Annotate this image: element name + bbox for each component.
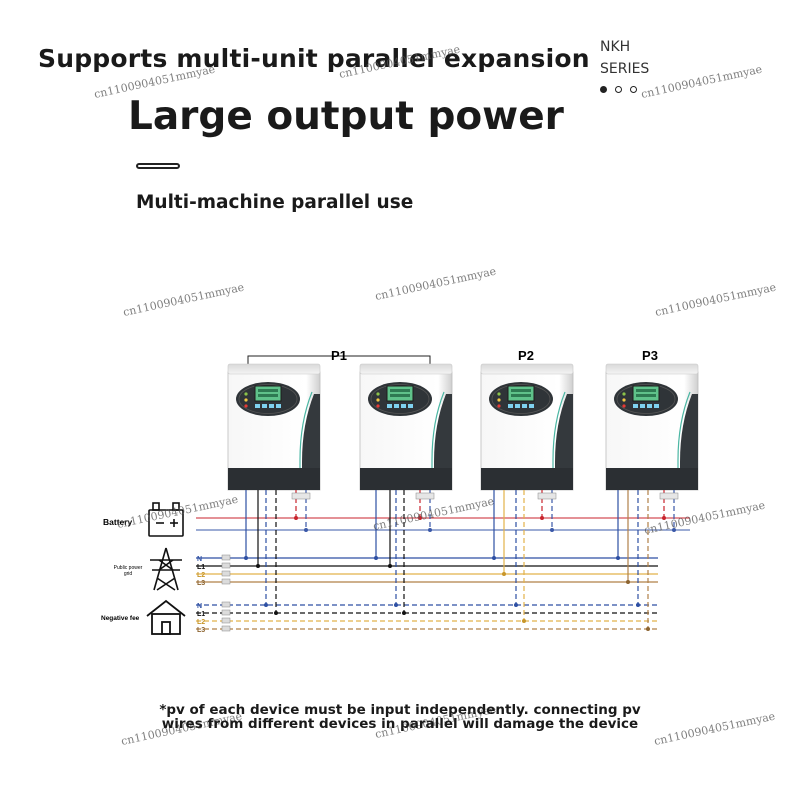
junction-dot [428, 528, 432, 532]
inverter-p1-b [359, 363, 453, 491]
load-line-l2: L2 [197, 619, 205, 626]
grid-label-2: grid [124, 571, 133, 577]
junction-dot [502, 572, 506, 576]
junction-dot [616, 556, 620, 560]
junction-dot [274, 611, 278, 615]
pv-warning-note: *pv of each device must be input indepen… [0, 703, 800, 731]
junction-dot [294, 516, 298, 520]
load-line-l1: L1 [197, 611, 205, 618]
junction-dot [540, 516, 544, 520]
junction-dot [418, 516, 422, 520]
load-line-n: N [197, 603, 202, 610]
house-icon [146, 599, 186, 635]
note-line-1: *pv of each device must be input indepen… [159, 702, 641, 718]
junction-dot [374, 556, 378, 560]
battery-icon [148, 502, 184, 537]
series-name: NKH [600, 39, 631, 55]
junction-dot [646, 627, 650, 631]
junction-dot [492, 556, 496, 560]
divider-pill [136, 163, 180, 169]
load-line-l3: L3 [197, 627, 205, 634]
grid-label-1: Public power [114, 565, 143, 571]
watermark: cn1100904051mmyae [93, 63, 216, 101]
inverter-p2 [480, 363, 574, 491]
subtitle: Supports multi-unit parallel expansion [38, 44, 590, 73]
grid-line-n: N [197, 556, 202, 563]
dot [615, 86, 622, 93]
pagination-dots [600, 86, 637, 93]
junction-dot [672, 528, 676, 532]
series-badge: NKH SERIES [600, 36, 649, 80]
watermark: cn1100904051mmyae [640, 63, 763, 101]
watermark: cn1100904051mmyae [654, 281, 777, 319]
watermark: cn1100904051mmyae [116, 493, 239, 531]
battery-label: Battery [103, 517, 133, 527]
junction-dot [388, 564, 392, 568]
power-pylon-icon [150, 547, 182, 591]
terminal-block [291, 492, 311, 500]
junction-dot [662, 516, 666, 520]
page-title: Large output power [128, 94, 564, 139]
caption: Multi-machine parallel use [136, 192, 414, 213]
junction-dot [550, 528, 554, 532]
junction-dot [522, 619, 526, 623]
inverter-p3 [605, 363, 699, 491]
series-word: SERIES [600, 61, 650, 77]
watermark: cn1100904051mmyae [122, 281, 245, 319]
dot-active [600, 86, 607, 93]
junction-dot [264, 603, 268, 607]
grid-line-l3: L3 [197, 580, 205, 587]
junction-dot [244, 556, 248, 560]
junction-dot [304, 528, 308, 532]
junction-dot [402, 611, 406, 615]
watermark: cn1100904051mmyae [374, 265, 497, 303]
watermark: cn1100904051mmyae [338, 43, 461, 81]
grid-line-l2: L2 [197, 572, 205, 579]
group-label-p3: P3 [642, 348, 658, 363]
group-label-p1: P1 [331, 348, 347, 363]
junction-dot [394, 603, 398, 607]
junction-dot [514, 603, 518, 607]
terminal-block [659, 492, 679, 500]
terminal-block [415, 492, 435, 500]
note-line-2: wires from different devices in parallel… [161, 716, 639, 732]
junction-dot [256, 564, 260, 568]
group-label-p2: P2 [518, 348, 534, 363]
junction-dot [626, 580, 630, 584]
junction-dot [636, 603, 640, 607]
dot [630, 86, 637, 93]
load-label: Negative fee [101, 615, 140, 622]
inverter-drops [244, 490, 679, 631]
terminal-block [537, 492, 557, 500]
grid-line-l1: L1 [197, 564, 205, 571]
inverter-p1-a [227, 363, 321, 491]
